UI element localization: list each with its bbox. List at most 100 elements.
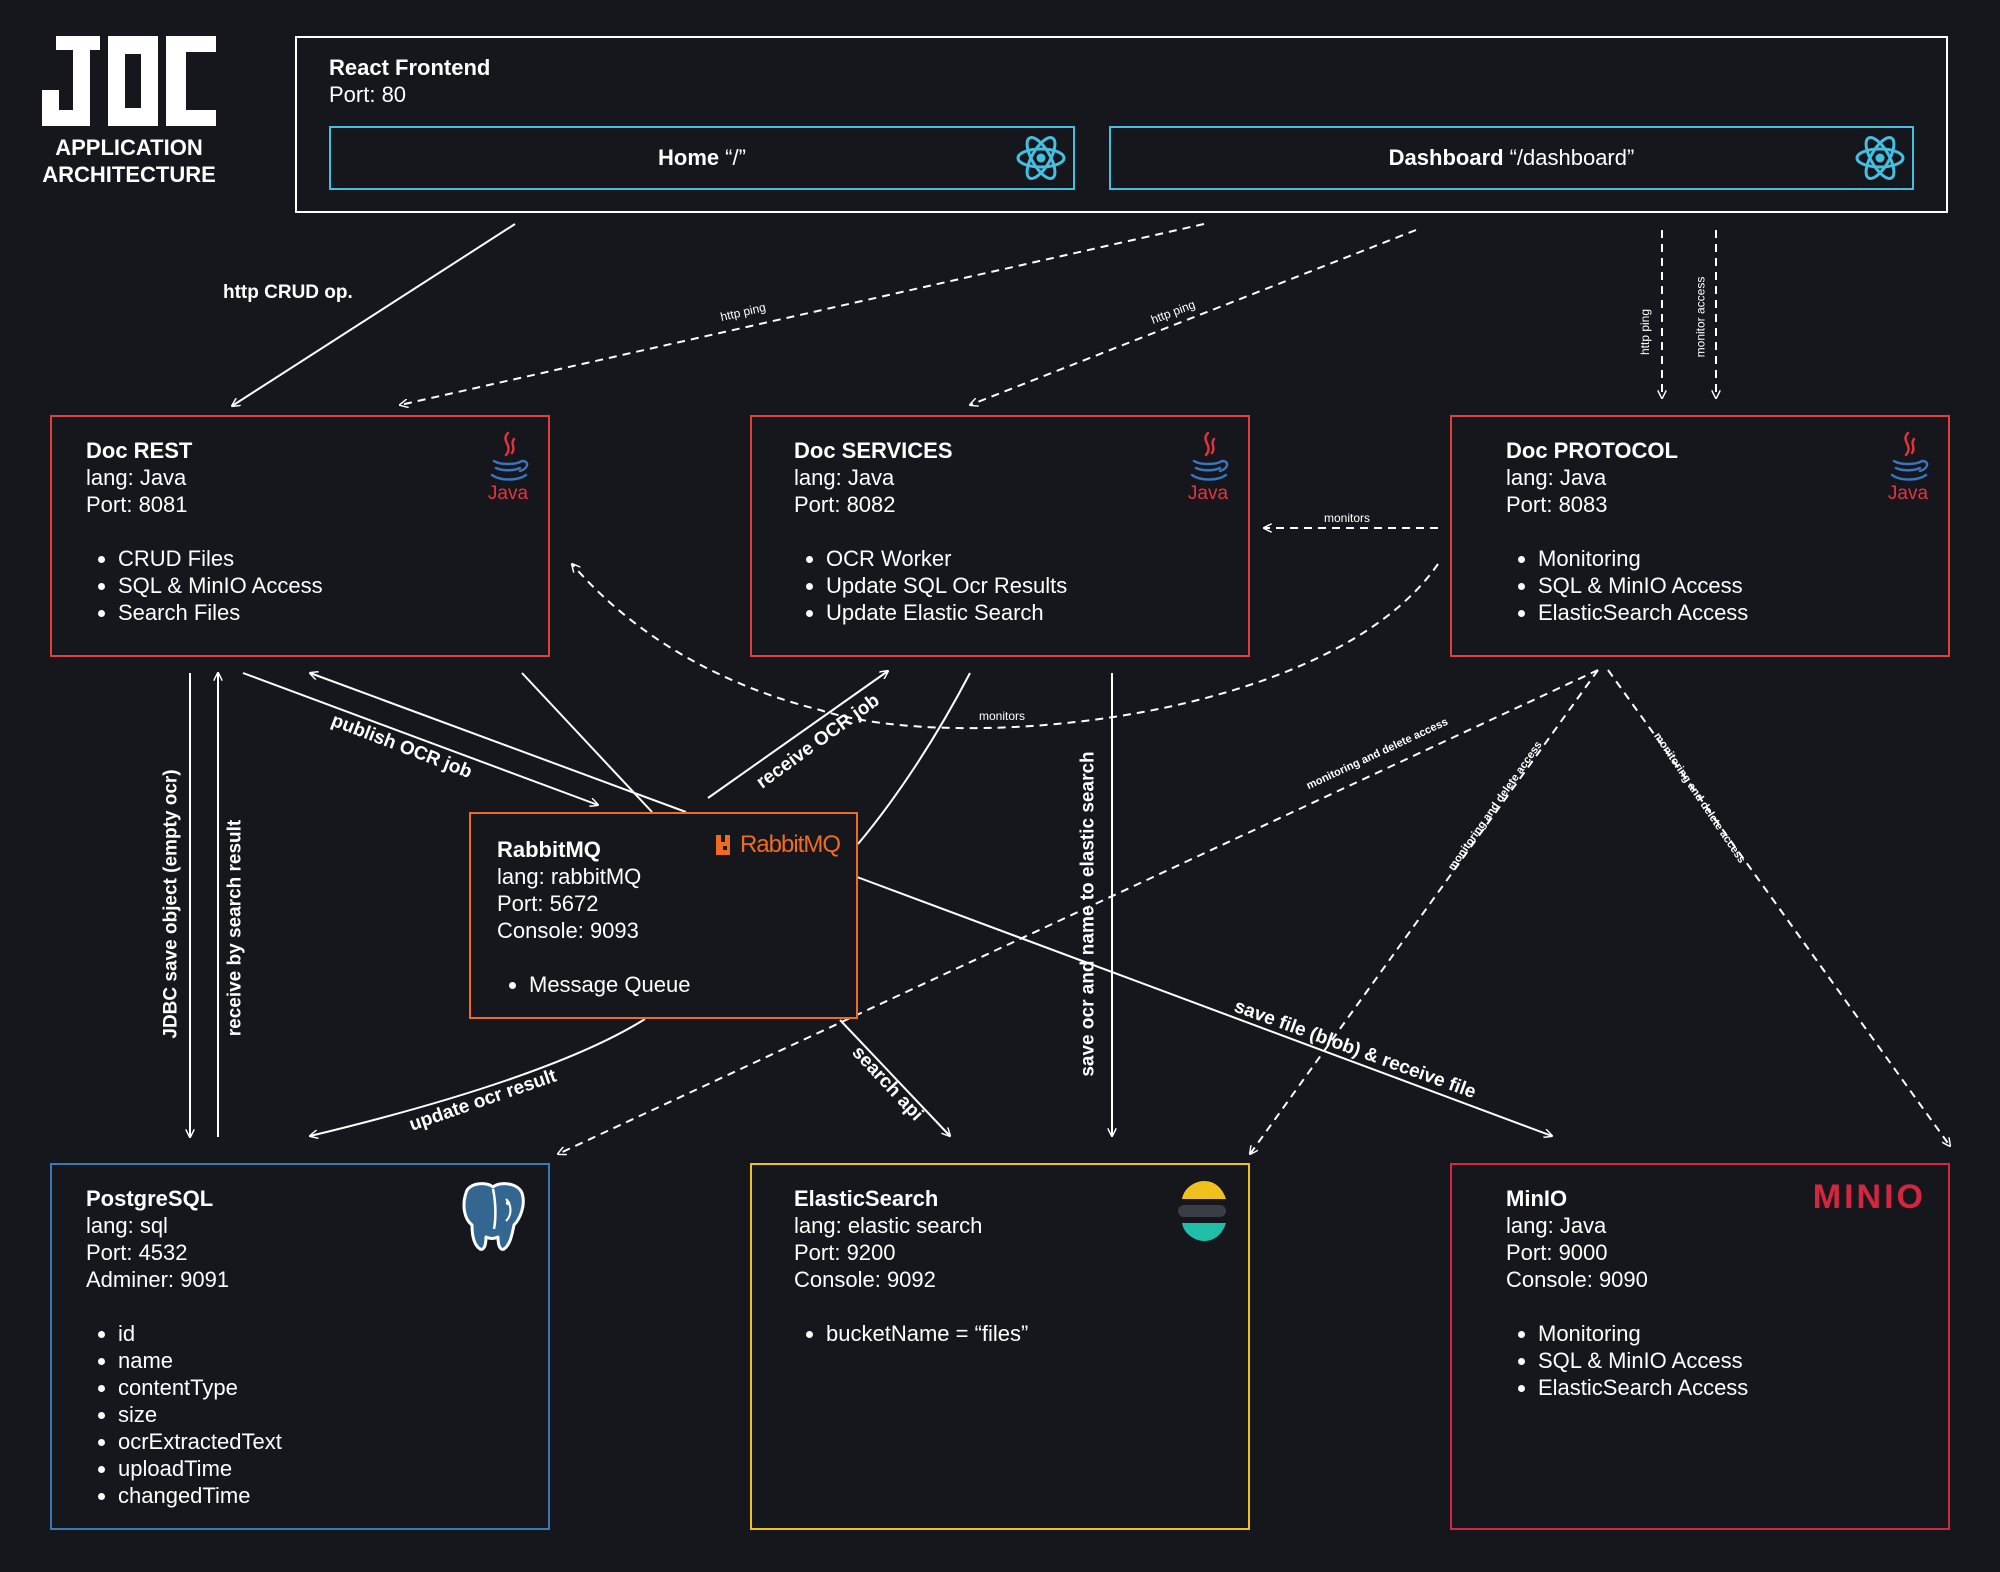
java-logo-text: Java — [487, 483, 529, 504]
elasticsearch-features: bucketName = “files” — [794, 1320, 1028, 1347]
route-home-path: “/” — [725, 145, 746, 170]
edge-services-rabbit-curve — [857, 672, 971, 845]
list-item: size — [118, 1401, 282, 1428]
edge-save-file — [856, 876, 1552, 1136]
list-item: Monitoring — [1538, 545, 1748, 572]
route-home-name: Home — [658, 145, 720, 170]
doc-services-lang: lang: Java — [794, 465, 895, 490]
list-item: Update Elastic Search — [826, 599, 1067, 626]
frontend-port: Port: 80 — [329, 82, 407, 107]
rabbitmq-features: Message Queue — [497, 971, 690, 998]
minio-features: Monitoring SQL & MinIO Access ElasticSea… — [1506, 1320, 1748, 1401]
java-icon: Java — [486, 431, 530, 507]
minio-lang: lang: Java — [1506, 1213, 1607, 1238]
label-save-ocr-elastic: save ocr and name to elastic search — [1077, 751, 1099, 1077]
edge-rabbit-to-rest — [310, 673, 687, 813]
postgresql-adminer: Adminer: 9091 — [86, 1267, 230, 1292]
minio-box: MinIO lang: Java Port: 9000 Console: 909… — [1450, 1163, 1950, 1530]
doc-rest-title: Doc REST — [86, 438, 193, 463]
doc-protocol-port: Port: 8083 — [1506, 492, 1608, 517]
logo-line-2: ARCHITECTURE — [42, 162, 216, 187]
java-icon: Java — [1186, 431, 1230, 507]
rabbitmq-box: RabbitMQ lang: rabbitMQ Port: 5672 Conso… — [469, 812, 858, 1019]
doc-rest-lang: lang: Java — [86, 465, 187, 490]
doc-protocol-box: Doc PROTOCOL lang: Java Port: 8083 Monit… — [1450, 415, 1950, 657]
elastic-icon — [1178, 1181, 1226, 1241]
list-item: uploadTime — [118, 1455, 282, 1482]
elasticsearch-port: Port: 9200 — [794, 1240, 896, 1265]
minio-console: Console: 9090 — [1506, 1267, 1648, 1292]
rabbitmq-lang: lang: rabbitMQ — [497, 864, 642, 889]
postgresql-port: Port: 4532 — [86, 1240, 188, 1265]
edge-http-crud — [232, 223, 516, 406]
postgresql-elephant-icon — [462, 1182, 525, 1251]
rabbitmq-console: Console: 9093 — [497, 918, 639, 943]
list-item: SQL & MinIO Access — [1538, 572, 1748, 599]
doc-services-title: Doc SERVICES — [794, 438, 953, 463]
joc-logo-mark — [42, 36, 216, 126]
elasticsearch-lang: lang: elastic search — [794, 1213, 983, 1238]
list-item: Update SQL Ocr Results — [826, 572, 1067, 599]
doc-rest-box: Doc REST lang: Java Port: 8081 CRUD File… — [50, 415, 550, 657]
list-item: CRUD Files — [118, 545, 323, 572]
list-item: ElasticSearch Access — [1538, 1374, 1748, 1401]
label-http-ping-3: http ping — [1638, 308, 1653, 356]
doc-rest-port: Port: 8081 — [86, 492, 188, 517]
react-frontend-box: React Frontend Port: 80 Home “/” Dashboa… — [295, 36, 1948, 213]
minio-logo: MINIO — [1812, 1178, 1926, 1216]
route-home[interactable]: Home “/” — [329, 126, 1075, 190]
list-item: name — [118, 1347, 282, 1374]
edge-receive-ocr — [707, 671, 888, 799]
list-item: Search Files — [118, 599, 323, 626]
list-item: OCR Worker — [826, 545, 1067, 572]
label-monitors-1: monitors — [1324, 511, 1371, 525]
logo-line-1: APPLICATION — [55, 135, 203, 160]
postgresql-box: PostgreSQL lang: sql Port: 4532 Adminer:… — [50, 1163, 550, 1530]
elasticsearch-console: Console: 9092 — [794, 1267, 936, 1292]
label-monitor-access: monitor access — [1693, 276, 1708, 358]
list-item: Monitoring — [1538, 1320, 1748, 1347]
label-receive-search: receive by search result — [224, 819, 246, 1037]
react-icon — [1855, 136, 1905, 180]
label-jdbc-save: JDBC save object (empty ocr) — [160, 769, 182, 1039]
edge-mda-elastic — [1250, 669, 1599, 1154]
list-item: contentType — [118, 1374, 282, 1401]
doc-rest-features: CRUD Files SQL & MinIO Access Search Fil… — [86, 545, 323, 626]
route-dashboard[interactable]: Dashboard “/dashboard” — [1109, 126, 1914, 190]
list-item: ocrExtractedText — [118, 1428, 282, 1455]
postgresql-fields: id name contentType size ocrExtractedTex… — [86, 1320, 282, 1509]
route-dashboard-name: Dashboard — [1388, 145, 1504, 170]
edge-monitors-rest — [572, 564, 1439, 730]
list-item: SQL & MinIO Access — [1538, 1347, 1748, 1374]
doc-services-features: OCR Worker Update SQL Ocr Results Update… — [794, 545, 1067, 626]
minio-title: MinIO — [1506, 1186, 1568, 1211]
rabbitmq-port: Port: 5672 — [497, 891, 599, 916]
edge-rest-rabbit-plain — [521, 672, 653, 813]
minio-port: Port: 9000 — [1506, 1240, 1608, 1265]
java-logo-text: Java — [1887, 483, 1929, 504]
edge-publish-ocr — [242, 672, 598, 805]
list-item: ElasticSearch Access — [1538, 599, 1748, 626]
java-icon: Java — [1886, 431, 1930, 507]
rabbitmq-icon — [715, 835, 730, 855]
doc-protocol-lang: lang: Java — [1506, 465, 1607, 490]
route-dashboard-path: “/dashboard” — [1509, 145, 1635, 170]
label-monitors-2: monitors — [979, 709, 1026, 723]
elasticsearch-box: ElasticSearch lang: elastic search Port:… — [750, 1163, 1250, 1530]
rabbitmq-logo-text: RabbitMQ — [739, 831, 841, 858]
label-http-crud: http CRUD op. — [223, 282, 353, 303]
doc-services-port: Port: 8082 — [794, 492, 896, 517]
list-item: Message Queue — [529, 971, 690, 998]
doc-protocol-features: Monitoring SQL & MinIO Access ElasticSea… — [1506, 545, 1748, 626]
edge-update-ocr — [310, 1018, 646, 1136]
rabbitmq-title: RabbitMQ — [497, 837, 601, 862]
list-item: SQL & MinIO Access — [118, 572, 323, 599]
list-item: bucketName = “files” — [826, 1320, 1028, 1347]
java-logo-text: Java — [1187, 483, 1229, 504]
rabbitmq-logo: RabbitMQ — [715, 831, 841, 858]
list-item: id — [118, 1320, 282, 1347]
edge-http-ping-services — [970, 229, 1417, 405]
app-logo: APPLICATION ARCHITECTURE — [36, 34, 222, 194]
frontend-title: React Frontend — [329, 55, 491, 80]
